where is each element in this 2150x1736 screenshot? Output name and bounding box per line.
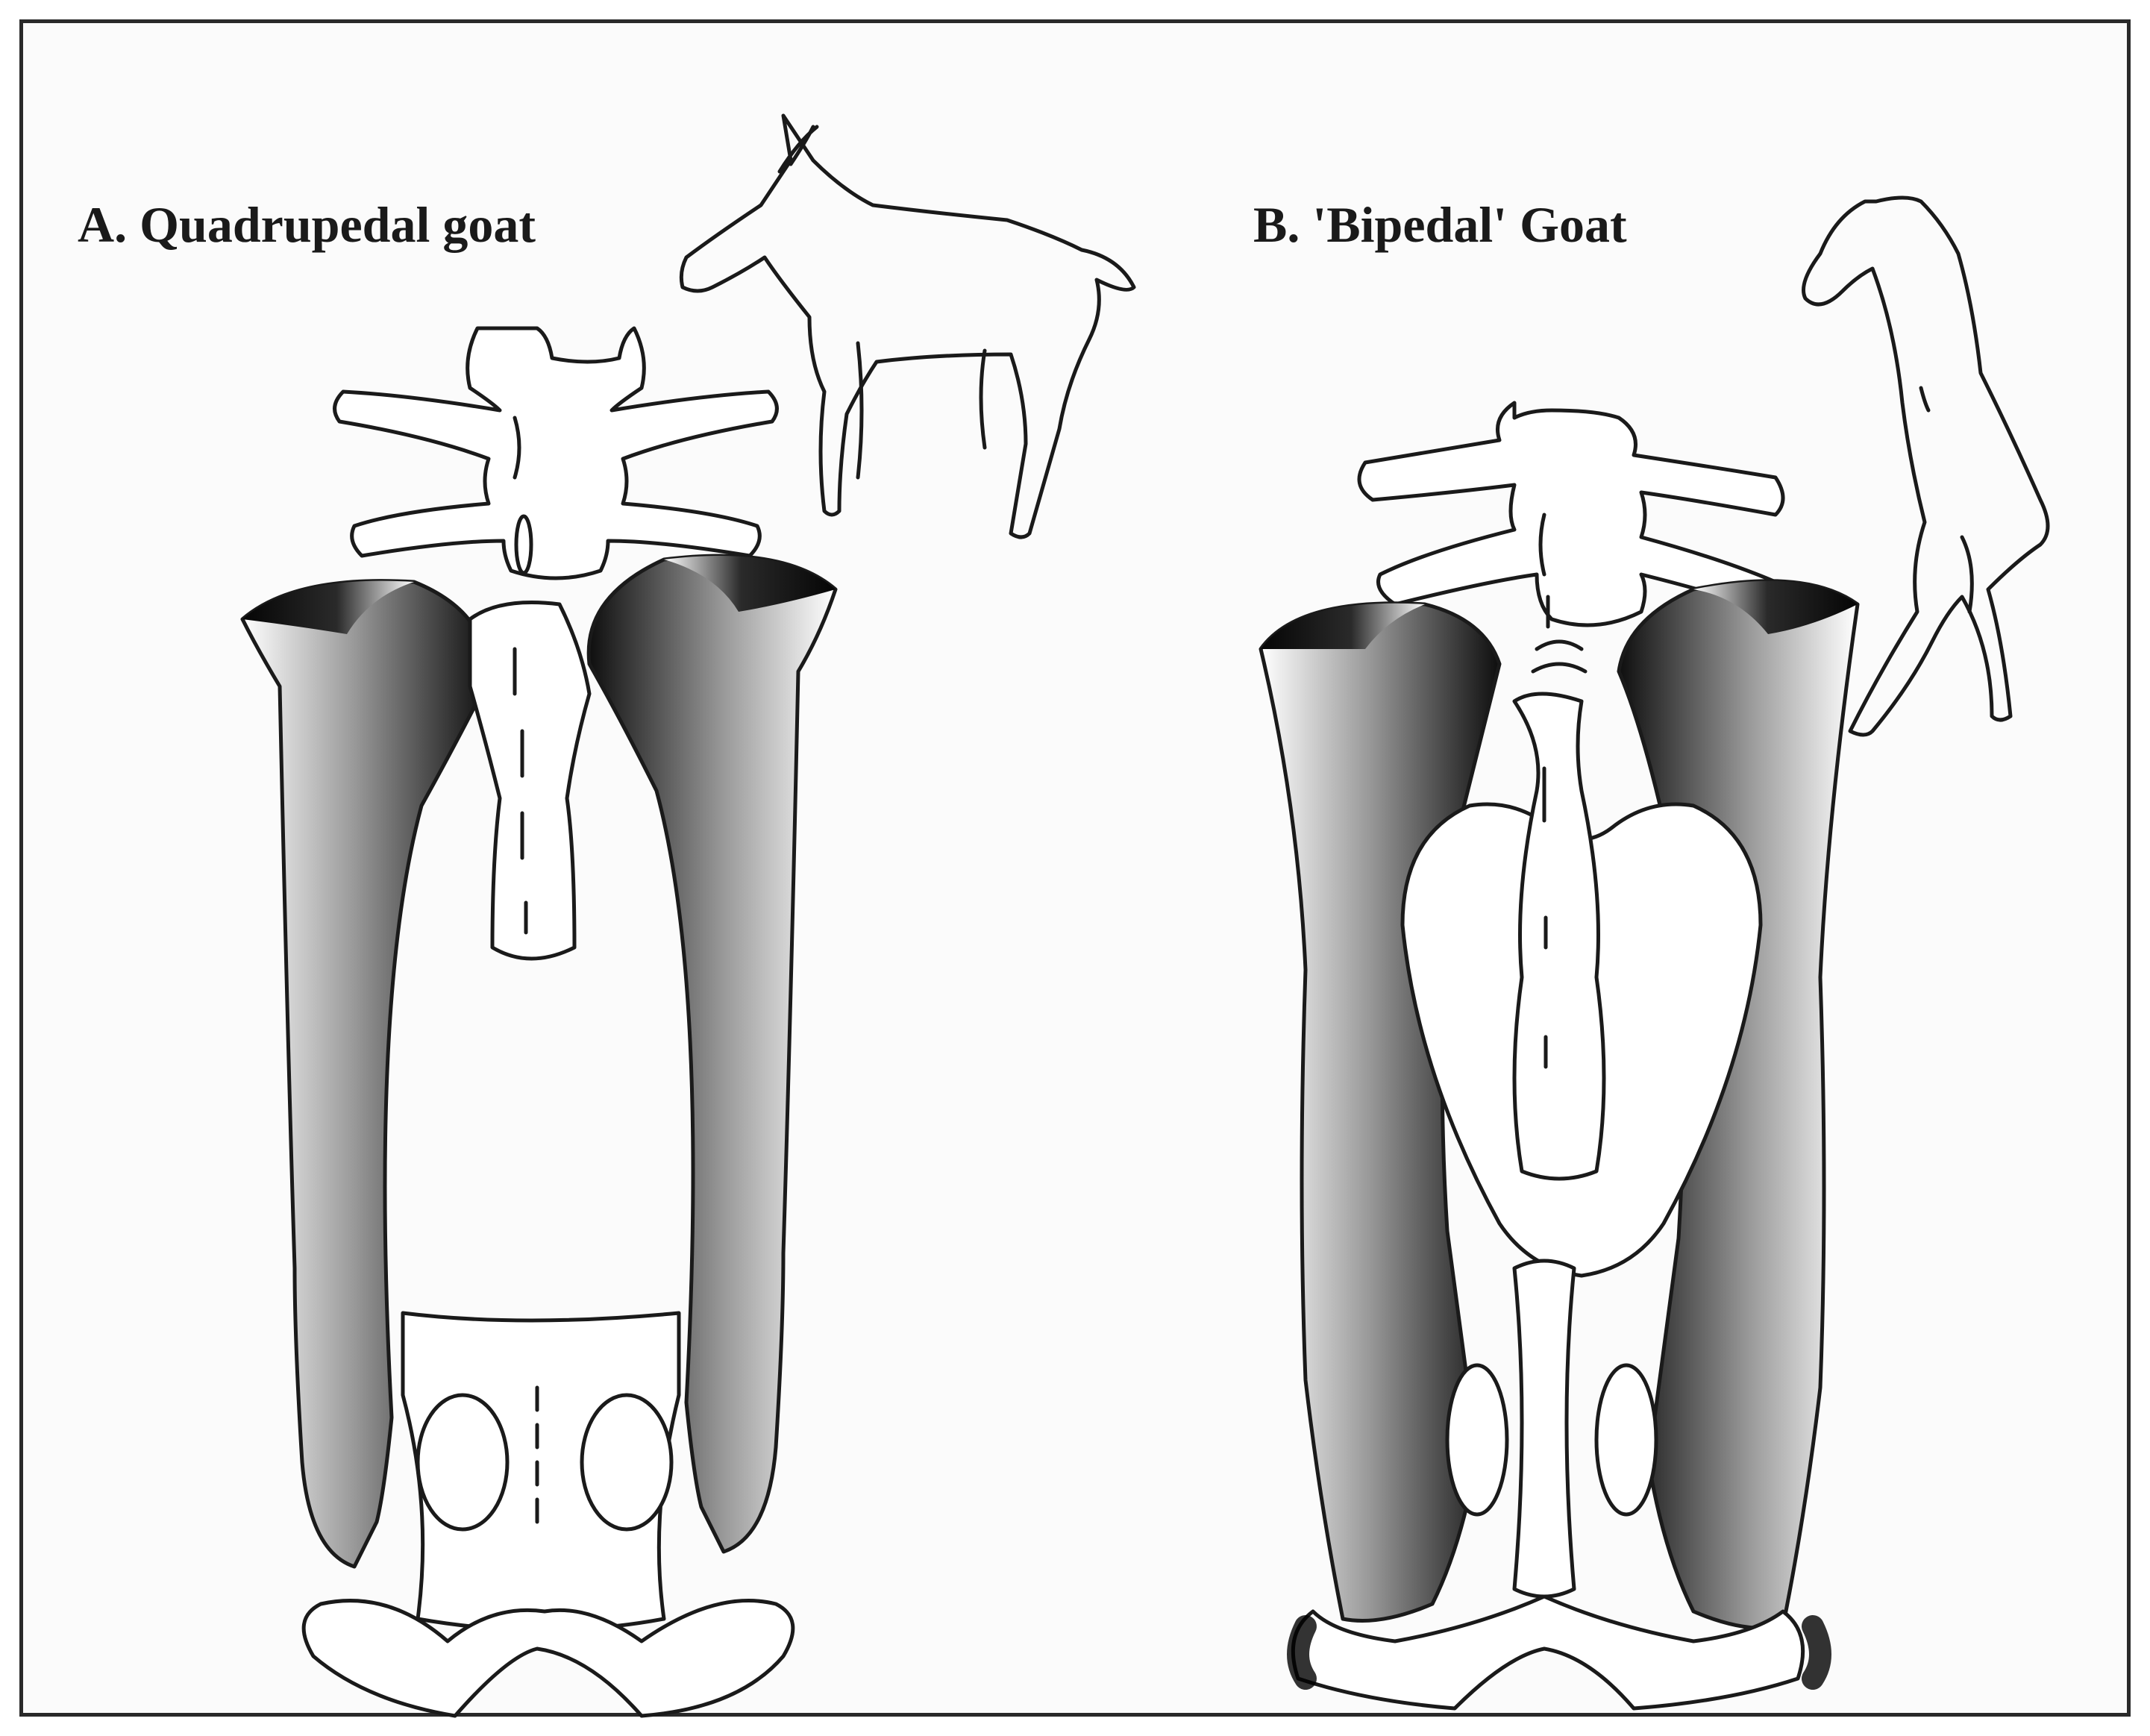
sacrum-a <box>470 603 589 959</box>
ischium-a <box>304 1601 793 1716</box>
left-obturator-foramen-b <box>1447 1365 1507 1514</box>
standing-goat-icon <box>681 116 1134 537</box>
pubis-b <box>1514 1261 1574 1596</box>
sacrum-b <box>1514 694 1604 1179</box>
lumbar-vertebrae-a <box>335 328 777 578</box>
left-obturator-foramen-a <box>418 1395 507 1529</box>
quadrupedal-pelvis <box>242 328 836 1716</box>
right-obturator-foramen-b <box>1596 1365 1656 1514</box>
right-obturator-foramen-a <box>582 1395 671 1529</box>
bipedal-pelvis <box>1261 403 1858 1708</box>
